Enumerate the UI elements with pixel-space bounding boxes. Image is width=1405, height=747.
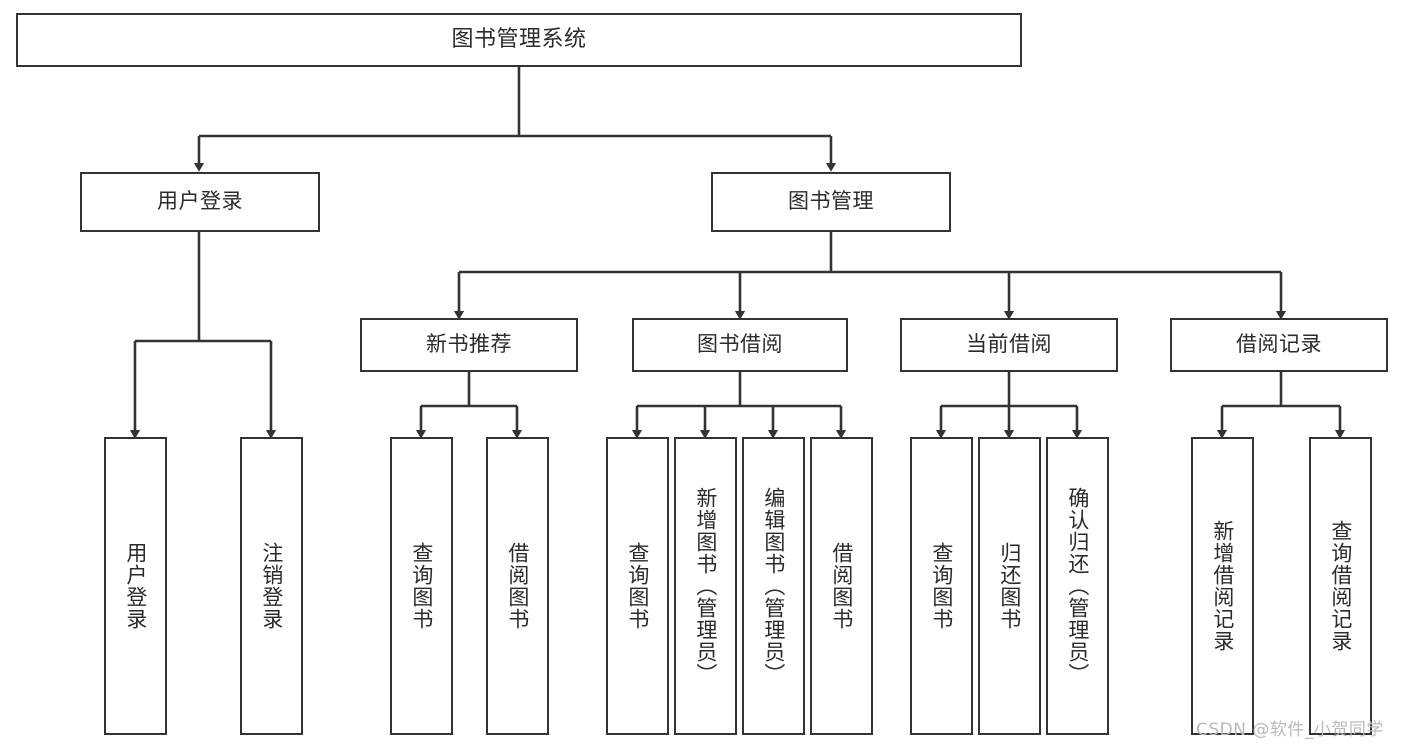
node-label: 用户登录 bbox=[123, 542, 148, 630]
node-user-login[interactable]: 用户登录 bbox=[80, 172, 320, 232]
node-current-borrow[interactable]: 当前借阅 bbox=[900, 318, 1118, 372]
leaf-user-login-login[interactable]: 用户登录 bbox=[104, 437, 167, 735]
node-label: 查询图书 bbox=[929, 542, 954, 630]
leaf-current-confirm-return-admin[interactable]: 确认归还（管理员） bbox=[1046, 437, 1109, 735]
node-new-book-recommend[interactable]: 新书推荐 bbox=[360, 318, 578, 372]
node-book-borrow[interactable]: 图书借阅 bbox=[632, 318, 848, 372]
node-label: 查询借阅记录 bbox=[1328, 520, 1353, 652]
leaf-current-query-book[interactable]: 查询图书 bbox=[910, 437, 973, 735]
node-label: 图书管理系统 bbox=[451, 26, 587, 52]
node-borrow-record[interactable]: 借阅记录 bbox=[1170, 318, 1388, 372]
node-label: 注销登录 bbox=[259, 542, 284, 630]
node-label: 归还图书 bbox=[997, 542, 1022, 630]
leaf-new-book-query[interactable]: 查询图书 bbox=[390, 437, 453, 735]
node-label: 确认归还（管理员） bbox=[1065, 487, 1090, 685]
node-label: 查询图书 bbox=[409, 542, 434, 630]
node-root-system[interactable]: 图书管理系统 bbox=[16, 13, 1022, 67]
leaf-record-add-record[interactable]: 新增借阅记录 bbox=[1191, 437, 1254, 735]
node-label: 借阅图书 bbox=[829, 542, 854, 630]
node-label: 图书管理 bbox=[788, 189, 874, 214]
leaf-record-query-record[interactable]: 查询借阅记录 bbox=[1309, 437, 1372, 735]
leaf-new-book-borrow[interactable]: 借阅图书 bbox=[486, 437, 549, 735]
leaf-current-return-book[interactable]: 归还图书 bbox=[978, 437, 1041, 735]
node-label: 图书借阅 bbox=[697, 332, 783, 357]
node-label: 借阅记录 bbox=[1236, 332, 1322, 357]
watermark-text: CSDN @软件_小贺同学 bbox=[1196, 720, 1384, 740]
leaf-borrow-borrow-book[interactable]: 借阅图书 bbox=[810, 437, 873, 735]
leaf-borrow-query-book[interactable]: 查询图书 bbox=[606, 437, 669, 735]
leaf-borrow-add-book-admin[interactable]: 新增图书（管理员） bbox=[674, 437, 737, 735]
leaf-user-login-logout[interactable]: 注销登录 bbox=[240, 437, 303, 735]
leaf-borrow-edit-book-admin[interactable]: 编辑图书（管理员） bbox=[742, 437, 805, 735]
node-label: 借阅图书 bbox=[505, 542, 530, 630]
node-label: 用户登录 bbox=[157, 189, 243, 214]
node-label: 新增借阅记录 bbox=[1210, 520, 1235, 652]
node-label: 新增图书（管理员） bbox=[693, 487, 718, 685]
node-label: 当前借阅 bbox=[966, 332, 1052, 357]
node-label: 编辑图书（管理员） bbox=[761, 487, 786, 685]
node-label: 查询图书 bbox=[625, 542, 650, 630]
node-book-management[interactable]: 图书管理 bbox=[711, 172, 951, 232]
node-label: 新书推荐 bbox=[426, 332, 512, 357]
